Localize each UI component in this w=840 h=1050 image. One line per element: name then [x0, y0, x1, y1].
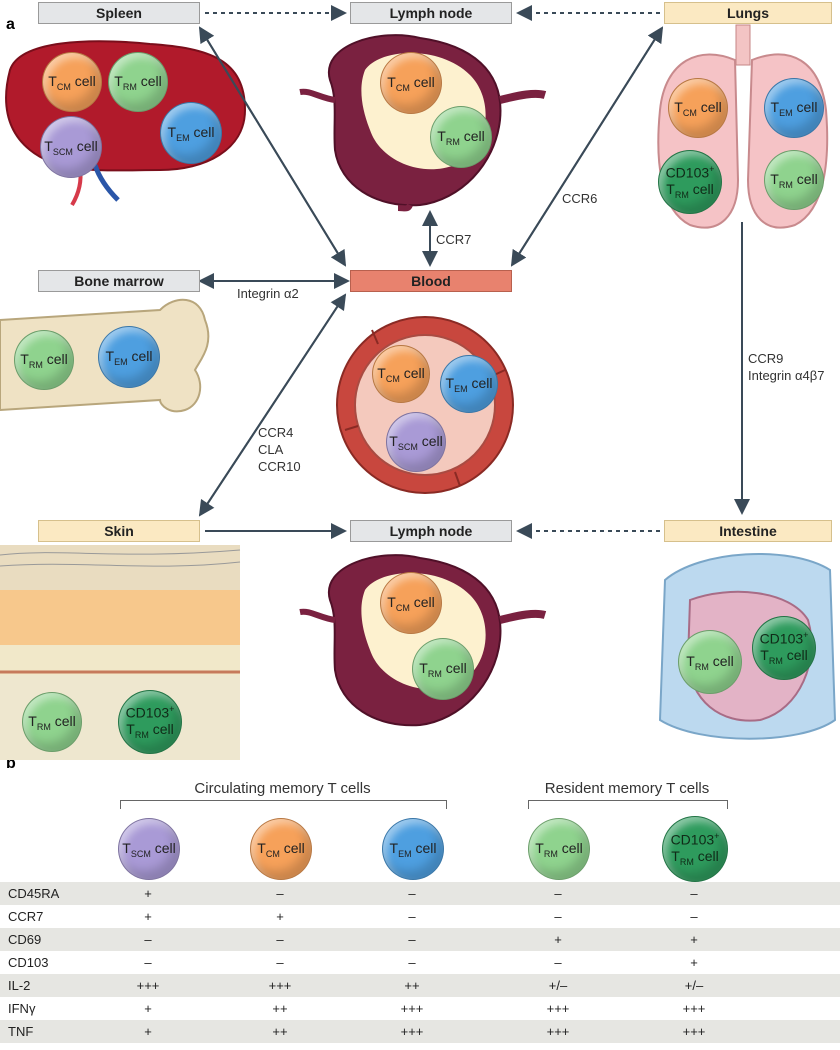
row-value: + [144, 1001, 152, 1016]
circulating-title: Circulating memory T cells [194, 780, 371, 797]
row-value: + [690, 955, 698, 970]
table-row: IL-2+++++++++/–+/– [0, 974, 840, 997]
row-marker-label: TNF [8, 1024, 34, 1039]
lymph-bottom-trm-cell: TRM cell [412, 638, 474, 700]
row-value: ++ [272, 1001, 288, 1016]
row-marker-label: CD69 [8, 932, 42, 947]
lymph-node-top-label: Lymph node [350, 2, 512, 24]
header-tem-cell: TEM cell [382, 818, 444, 880]
spleen-trm-cell: TRM cell [108, 52, 168, 112]
row-value: – [690, 886, 698, 901]
row-value: +++ [400, 1001, 424, 1016]
skin-cd103-trm-cell: CD103+TRM cell [118, 690, 182, 754]
panel-b-label: b [6, 755, 16, 772]
row-marker-label: IFNγ [8, 1001, 36, 1016]
row-value: + [276, 909, 284, 924]
bone-trm-cell: TRM cell [14, 330, 74, 390]
lungs-label: Lungs [664, 2, 832, 24]
intestine-label: Intestine [664, 520, 832, 542]
bone-tem-cell: TEM cell [98, 326, 160, 388]
lymph-top-tcm-cell: TCM cell [380, 52, 442, 114]
row-value: ++ [404, 978, 420, 993]
lungs-trm-cell: TRM cell [764, 150, 824, 210]
row-value: +++ [136, 978, 160, 993]
row-value: – [554, 955, 562, 970]
header-trm-cell: TRM cell [528, 818, 590, 880]
row-value: – [144, 932, 152, 947]
route-ccr7: CCR7 [436, 232, 472, 247]
skin-illustration [0, 545, 241, 760]
row-value: – [408, 909, 416, 924]
table-row: CD45RA + – – – – [0, 882, 840, 905]
blood-tem-cell: TEM cell [440, 355, 498, 413]
blood-tscm-cell: TSCM cell [386, 412, 446, 472]
row-value: – [408, 955, 416, 970]
resident-title: Resident memory T cells [544, 780, 710, 797]
spleen-tcm-cell: TCM cell [42, 52, 102, 112]
row-value: +++ [400, 1024, 424, 1039]
intestine-cd103-trm-cell: CD103+TRM cell [752, 616, 816, 680]
row-value: ++ [272, 1024, 288, 1039]
header-tcm-cell: TCM cell [250, 818, 312, 880]
row-value: – [408, 932, 416, 947]
header-cd103-trm-cell: CD103+TRM cell [662, 816, 728, 882]
row-value: – [144, 955, 152, 970]
row-value: +++ [546, 1024, 570, 1039]
row-value: + [690, 932, 698, 947]
spleen-tscm-cell: TSCM cell [40, 116, 102, 178]
lymph-bottom-tcm-cell: TCM cell [380, 572, 442, 634]
lungs-tem-cell: TEM cell [764, 78, 824, 138]
route-integrin-a4b7: Integrin α4β7 [748, 368, 825, 383]
row-value: + [144, 886, 152, 901]
bone-marrow-label: Bone marrow [38, 270, 200, 292]
row-marker-label: CD45RA [8, 886, 60, 901]
blood-tcm-cell: TCM cell [372, 345, 430, 403]
row-value: +++ [546, 1001, 570, 1016]
row-value: +++ [682, 1001, 706, 1016]
row-value: – [276, 955, 284, 970]
row-value: – [554, 909, 562, 924]
table-row: CD69 – – – + + [0, 928, 840, 951]
row-value: +++ [268, 978, 292, 993]
table-row: TNF++++++++++++ [0, 1020, 840, 1043]
table-row: IFNγ++++++++++++ [0, 997, 840, 1020]
spleen-tem-cell: TEM cell [160, 102, 222, 164]
lymph-top-trm-cell: TRM cell [430, 106, 492, 168]
intestine-trm-cell: TRM cell [678, 630, 742, 694]
row-value: + [554, 932, 562, 947]
table-row: CCR7 + + – – – [0, 905, 840, 928]
lungs-tcm-cell: TCM cell [668, 78, 728, 138]
row-value: +++ [682, 1024, 706, 1039]
skin-label: Skin [38, 520, 200, 542]
spleen-label: Spleen [38, 2, 200, 24]
blood-label: Blood [350, 270, 512, 292]
resident-bracket [528, 800, 728, 809]
row-value: + [144, 1024, 152, 1039]
route-cla: CLA [258, 442, 284, 457]
row-value: – [276, 886, 284, 901]
row-value: – [554, 886, 562, 901]
panel-a-label: a [6, 16, 15, 33]
row-value: + [144, 909, 152, 924]
circulating-bracket [120, 800, 447, 809]
route-ccr10: CCR10 [258, 459, 301, 474]
row-value: – [276, 932, 284, 947]
row-value: – [690, 909, 698, 924]
lungs-cd103-trm-cell: CD103+TRM cell [658, 150, 722, 214]
row-marker-label: IL-2 [8, 978, 31, 993]
skin-trm-cell: TRM cell [22, 692, 82, 752]
route-ccr4: CCR4 [258, 425, 294, 440]
header-tscm-cell: TSCM cell [118, 818, 180, 880]
row-value: – [408, 886, 416, 901]
row-value: +/– [548, 978, 568, 993]
row-marker-label: CD103 [8, 955, 49, 970]
route-integrin-a2: Integrin α2 [237, 286, 299, 301]
route-ccr9: CCR9 [748, 351, 784, 366]
route-ccr6: CCR6 [562, 191, 598, 206]
row-value: +/– [684, 978, 704, 993]
row-marker-label: CCR7 [8, 909, 44, 924]
table-row: CD103 – – – – + [0, 951, 840, 974]
lymph-node-bottom-label: Lymph node [350, 520, 512, 542]
